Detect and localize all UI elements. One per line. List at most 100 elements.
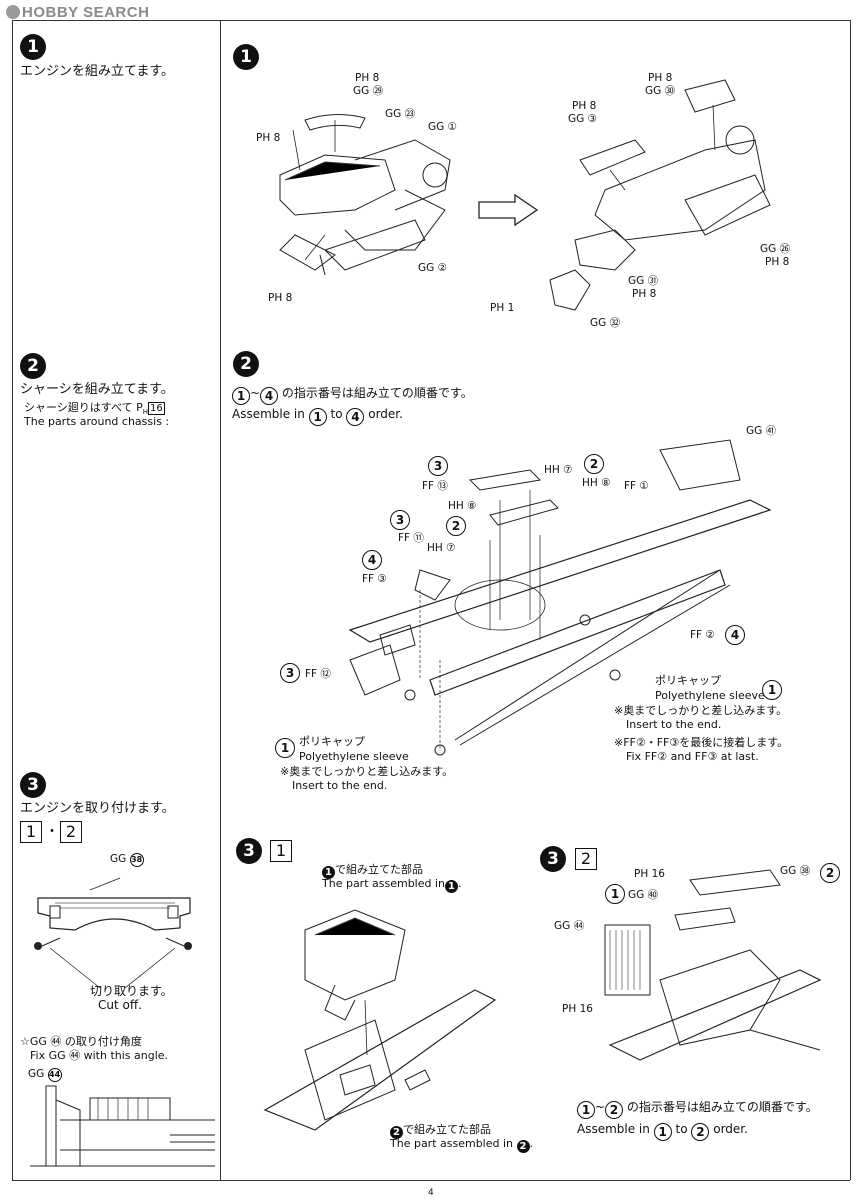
frame-left-rule (12, 20, 13, 1180)
frame-bottom-rule (12, 1180, 850, 1181)
diagram2-badge: 2 (233, 351, 259, 377)
d2-sleeve-en-right: Polyethylene sleeve (655, 689, 765, 702)
d2-label-hh7-b: HH ⑦ (427, 542, 456, 554)
d2-insert-jp-left: ※奥までしっかりと差し込みます。 (280, 765, 454, 778)
step1-badge: 1 (20, 34, 46, 60)
engine-into-chassis-drawing (263, 909, 497, 1131)
diagram1-badge: 1 (233, 44, 259, 70)
d2-sleeve-en-left: Polyethylene sleeve (299, 750, 409, 763)
d2-fix-en: Fix FF② and FF③ at last. (626, 750, 759, 763)
d1-label-10: PH 8 (572, 100, 597, 112)
step3-gg38-label: GG 38 (110, 853, 144, 867)
diagram3a-box: 1 (270, 840, 292, 862)
diagram3b-badge: 3 (540, 846, 566, 872)
d2-label-ff12: FF ⑫ (305, 668, 331, 680)
d1-label-14: GG ㉛ (628, 275, 659, 287)
d2-order-1-right: 1 (762, 680, 782, 700)
d3b-order-jp: 1~2 の指示番号は組み立ての順番です。 (577, 1100, 818, 1119)
d1-label-7: PH 8 (268, 292, 293, 304)
d2-order-4-left: 4 (362, 550, 382, 570)
d3b-label-gg44: GG ㊹ (554, 920, 585, 932)
d3b-order-2: 2 (820, 863, 840, 883)
d3b-label-gg40: GG ㊵ (628, 889, 659, 901)
d2-label-gg41: GG ㊶ (746, 425, 777, 437)
engine-parts-exploded (279, 114, 451, 276)
d3b-order-en: Assemble in 1 to 2 order. (577, 1122, 748, 1141)
step3-badge: 3 (20, 772, 46, 798)
step3-box-dot: ・ (45, 824, 59, 840)
step3-box-2: 2 (60, 821, 82, 843)
radiator-assembly-drawing (604, 869, 822, 1061)
d3b-order-1: 1 (605, 884, 625, 904)
d1-label-1: PH 8 (355, 72, 380, 84)
page-number: 4 (428, 1188, 434, 1198)
d2-order-4-right: 4 (725, 625, 745, 645)
step1-title: エンジンを組み立てます。 (20, 64, 175, 79)
step3-cut-jp: 切り取ります。 (90, 984, 173, 998)
engine-assembled-drawing (549, 79, 771, 311)
step3-box-1: 1 (20, 821, 42, 843)
d2-order-1-left: 1 (275, 738, 295, 758)
site-logo: HOBBY SEARCH (6, 4, 149, 21)
d1-label-8: PH 8 (648, 72, 673, 84)
d2-sleeve-jp-left: ポリキャップ (299, 735, 365, 748)
step3-angle-drawing (30, 1085, 215, 1167)
d1-label-9: GG ㉚ (645, 85, 676, 97)
d2-insert-en-left: Insert to the end. (292, 779, 388, 792)
d2-label-ff1: FF ① (624, 480, 649, 492)
d1-label-15: PH 8 (632, 288, 657, 300)
d2-order-2-top: 2 (584, 454, 604, 474)
d2-order-2-mid: 2 (446, 516, 466, 536)
arrow-right-icon (478, 193, 539, 227)
d1-label-17: GG ㉜ (590, 317, 621, 329)
step2-subnote-en: The parts around chassis : (24, 415, 170, 428)
d2-order-jp: 1~4 の指示番号は組み立ての順番です。 (232, 386, 473, 405)
d2-label-ff2: FF ② (690, 629, 715, 641)
d1-label-12: GG ㉖ (760, 243, 791, 255)
d1-label-4: GG ① (428, 121, 458, 133)
chassis-frame-exploded (348, 439, 772, 756)
d3b-label-ph16-top: PH 16 (634, 868, 665, 880)
step3-cut-en: Cut off. (98, 998, 142, 1012)
d2-label-hh7-a: HH ⑦ (544, 464, 573, 476)
d2-order-3-top: 3 (428, 456, 448, 476)
d1-label-3: GG ㉓ (385, 108, 416, 120)
step3-gg38-drawing (34, 877, 192, 989)
d2-label-hh8-b: HH ⑧ (448, 500, 477, 512)
step3-gg44-label: GG 44 (28, 1068, 62, 1082)
d1-label-13: PH 8 (765, 256, 790, 268)
d1-label-5: PH 8 (256, 132, 281, 144)
d2-order-3-left: 3 (280, 663, 300, 683)
step2-title: シャーシを組み立てます。 (20, 382, 174, 397)
step3-title: エンジンを取り付けます。 (20, 801, 175, 816)
d1-label-6: GG ② (418, 262, 448, 274)
d2-insert-jp-right: ※奥までしっかりと差し込みます。 (614, 704, 788, 717)
d3b-label-ph16-bottom: PH 16 (562, 1003, 593, 1015)
d2-order-en: Assemble in 1 to 4 order. (232, 407, 403, 426)
d2-label-ff13: FF ⑬ (422, 480, 448, 492)
frame-right-rule (850, 20, 851, 1180)
d2-order-3-mid: 3 (390, 510, 410, 530)
d2-label-hh8-a: HH ⑧ (582, 477, 611, 489)
frame-top-rule (12, 20, 850, 21)
d1-label-2: GG ㉙ (353, 85, 384, 97)
step2-badge: 2 (20, 353, 46, 379)
step3-angle-jp: ☆GG ㊹ の取り付け角度 (20, 1035, 142, 1048)
d1-label-16: PH 1 (490, 302, 515, 314)
frame-divider (220, 20, 221, 1180)
d2-fix-jp: ※FF②・FF③を最後に接着します。 (614, 736, 789, 749)
diagram3b-box: 2 (575, 848, 597, 870)
diagram3a-badge: 3 (236, 838, 262, 864)
d2-label-ff11: FF ⑪ (398, 532, 424, 544)
logo-mark-icon (6, 5, 20, 19)
d3b-label-gg38: GG ㊳ (780, 865, 811, 877)
d2-label-ff3: FF ③ (362, 573, 387, 585)
d2-sleeve-jp-right: ポリキャップ (655, 674, 721, 687)
step3-angle-en: Fix GG ㊹ with this angle. (30, 1049, 169, 1062)
d2-insert-en-right: Insert to the end. (626, 718, 722, 731)
d3a-note2-en: The part assembled in 2. (390, 1137, 534, 1153)
